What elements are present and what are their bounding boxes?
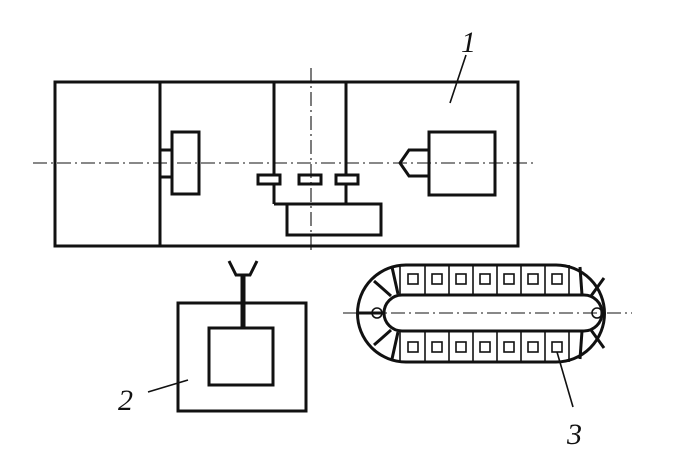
tool-holder-right <box>334 173 360 186</box>
pallet-slot <box>455 341 467 353</box>
left-sprocket-spoke-d <box>390 266 400 295</box>
pallet-magazine-unit: 3 <box>343 263 632 451</box>
pallet-slot <box>503 341 515 353</box>
callout-1-label: 1 <box>461 26 476 59</box>
cross-slide <box>285 202 383 237</box>
callout-3-leader <box>556 351 574 408</box>
robot-body <box>207 326 275 387</box>
magazine-inner-track <box>382 293 604 333</box>
left-sprocket-spoke-e <box>390 331 400 360</box>
pallet-slot <box>551 341 563 353</box>
right-sprocket-pin <box>591 307 603 319</box>
pallet-slot <box>527 341 539 353</box>
machine-tool-unit: 1 <box>33 26 535 254</box>
callout-3-label: 3 <box>566 418 582 451</box>
pallet-slot <box>551 273 563 285</box>
magazine-outer-track <box>356 263 606 364</box>
robot-gripper <box>227 260 259 277</box>
pallet-slot <box>431 341 443 353</box>
right-sprocket-spoke-d <box>578 330 584 360</box>
tool-holder-left <box>256 173 282 186</box>
callout-1-leader <box>449 54 467 104</box>
tool-holder-center <box>297 173 323 186</box>
machine-tool-frame <box>53 80 520 248</box>
tailstock-center <box>398 148 431 178</box>
callout-2-label: 2 <box>118 384 133 417</box>
pallet-slot <box>455 273 467 285</box>
right-sprocket-spoke-c <box>589 329 606 349</box>
top-pallet-row <box>399 265 570 295</box>
callout-2-leader <box>147 379 189 393</box>
bottom-pallet-row <box>399 331 570 362</box>
tailstock <box>427 130 497 197</box>
pallet-slot <box>431 273 443 285</box>
pallet-slot <box>407 341 419 353</box>
chuck-hub <box>158 148 174 179</box>
pallet-slot <box>479 273 491 285</box>
left-sprocket-spoke-c <box>373 328 392 347</box>
robot-unit: 2 <box>118 260 308 417</box>
pallet-slot <box>503 273 515 285</box>
left-sprocket-pin <box>371 307 383 319</box>
left-sprocket-spoke-b <box>373 279 392 298</box>
right-sprocket-spoke-a <box>578 266 584 296</box>
right-sprocket-spoke-b <box>589 277 606 297</box>
pallet-slot <box>527 273 539 285</box>
pallet-slot <box>407 273 419 285</box>
pallet-slot <box>479 341 491 353</box>
